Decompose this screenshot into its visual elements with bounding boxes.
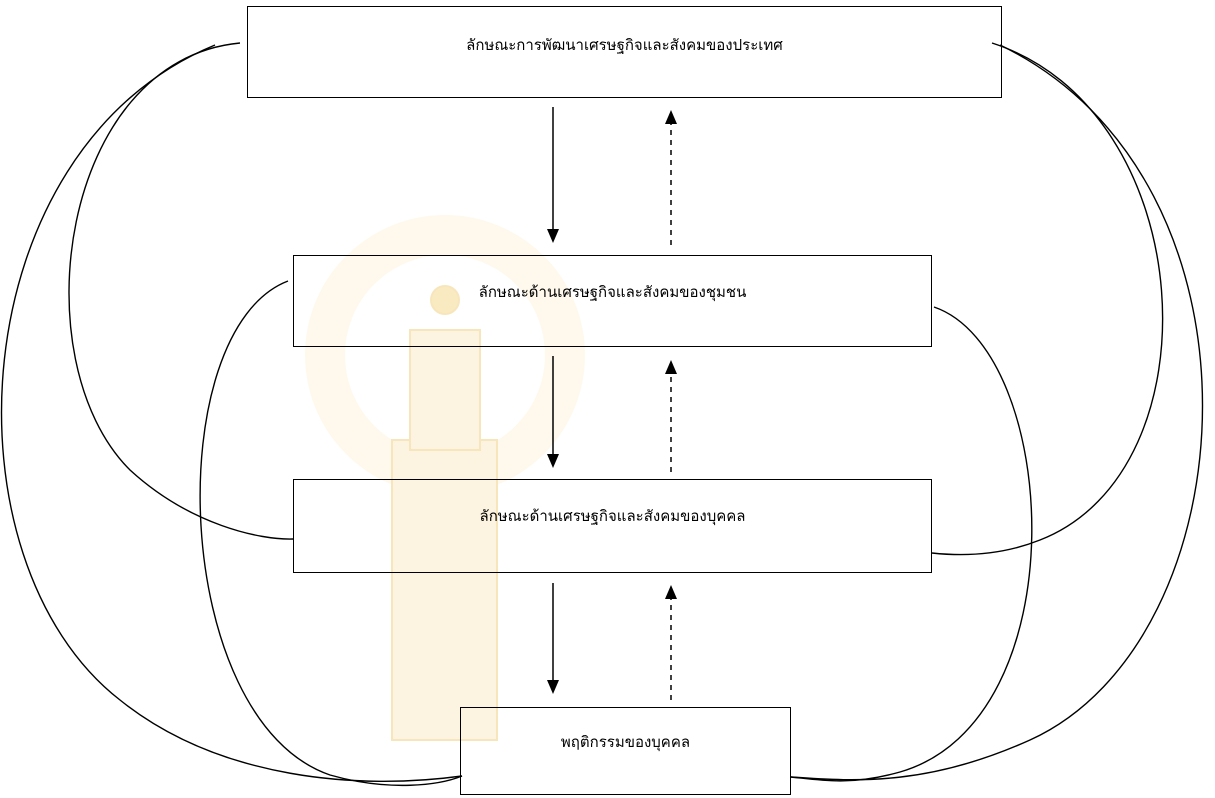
node-country-development: ลักษณะการพัฒนาเศรษฐกิจและสังคมของประเทศ <box>247 6 1002 98</box>
node-person-behavior: พฤติกรรมของบุคคล <box>460 707 791 795</box>
curve-left-country-to-person <box>68 42 294 540</box>
curve-right-country-to-person <box>931 42 1164 556</box>
node-country-label: ลักษณะการพัฒนาเศรษฐกิจและสังคมของประเทศ <box>466 36 783 54</box>
arrowhead-2 <box>547 454 559 468</box>
node-community-characteristics: ลักษณะด้านเศรษฐกิจและสังคมของชุมชน <box>293 255 932 347</box>
node-person-characteristics: ลักษณะด้านเศรษฐกิจและสังคมของบุคคล <box>293 479 932 573</box>
curve-right-country-to-behavior <box>790 44 1204 781</box>
arrowhead-5 <box>665 360 677 374</box>
arrowhead-6 <box>665 585 677 599</box>
arrowhead-4 <box>665 110 677 124</box>
curve-left-country-to-behavior <box>0 44 463 782</box>
node-person-label: ลักษณะด้านเศรษฐกิจและสังคมของบุคคล <box>479 507 746 525</box>
curve-left-community-to-behavior <box>199 280 463 787</box>
node-community-label: ลักษณะด้านเศรษฐกิจและสังคมของชุมชน <box>478 283 747 301</box>
curve-right-community-to-behavior <box>790 306 1033 782</box>
node-behavior-label: พฤติกรรมของบุคคล <box>560 733 691 751</box>
arrowhead-1 <box>547 229 559 243</box>
arrowhead-3 <box>547 680 559 694</box>
